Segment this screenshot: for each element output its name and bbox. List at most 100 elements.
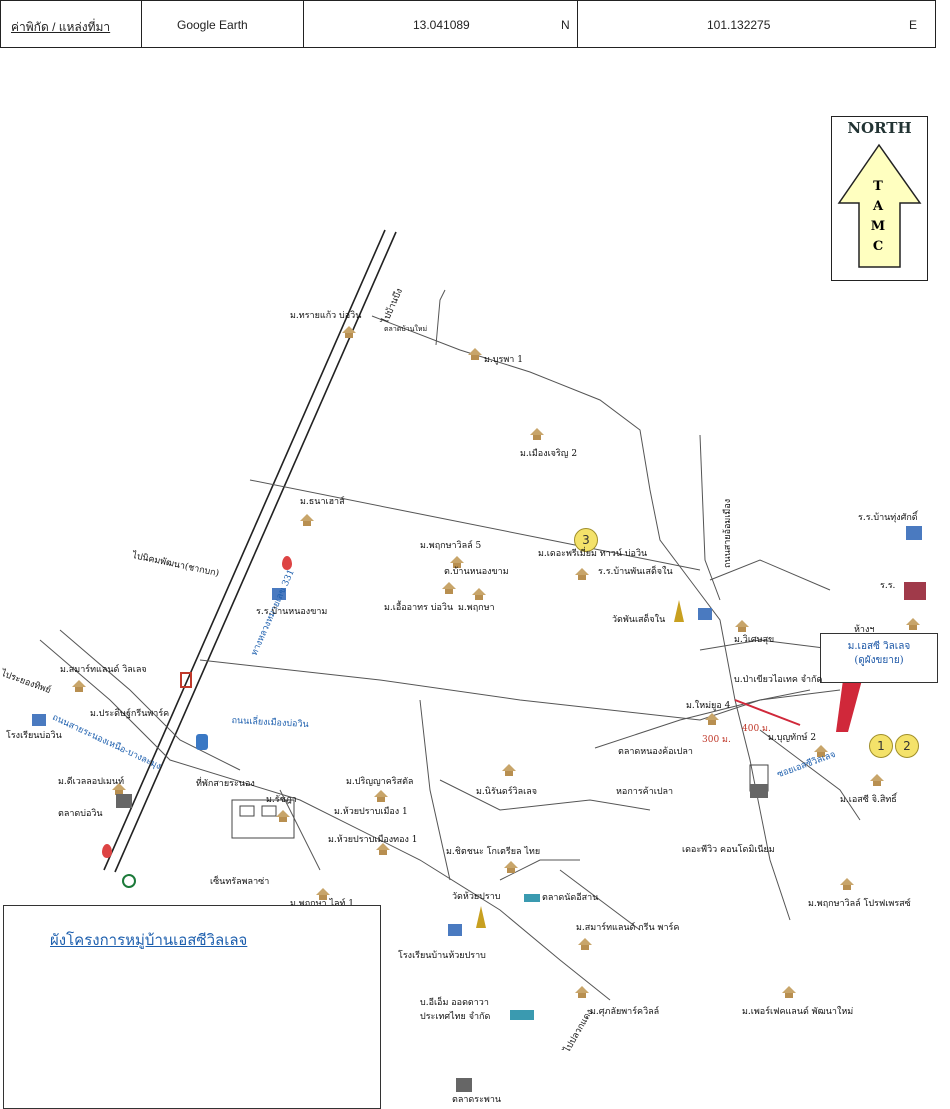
house-icon xyxy=(374,790,388,802)
longitude-dir: E xyxy=(909,18,918,32)
place-label: ตลาดนัดอีสาน xyxy=(542,893,599,903)
north-letter: M xyxy=(870,219,886,234)
place-label: ม.สมาร์ทแลนด์ วิลเลจ xyxy=(60,665,147,675)
house-icon xyxy=(575,986,589,998)
place-label: ตลาดบ่อวิน xyxy=(58,809,103,819)
place-label: ร.ร. xyxy=(880,581,896,591)
market-icon xyxy=(750,784,768,798)
site-callout: ม.เอสซี วิลเลจ (ดูผังขยาย) xyxy=(820,633,938,683)
north-letter: T xyxy=(873,179,883,194)
place-label: ม.เดอะพรีเมี่ยม ทาวน์ บ่อวิน xyxy=(538,549,648,559)
coordinate-header: ค่าพิกัด / แหล่งที่มา Google Earth 13.04… xyxy=(0,0,936,48)
marker-1: 1 xyxy=(869,734,893,758)
place-label: ม.ห้วยปราบเมือง 1 xyxy=(334,807,408,817)
place-label: เซ็นทรัลพลาซ่า xyxy=(210,877,270,887)
location-map: NORTH T A M C ม.เอสซี วิลเลจ (ดูผังขยาย)… xyxy=(0,48,950,1109)
house-icon xyxy=(575,568,589,580)
place-label: ม.บูรพา 1 xyxy=(484,355,523,365)
place-label: ตลาดบ้านใหม่ xyxy=(384,325,428,333)
place-label: ม.ดีเวลลอปเมนท์ xyxy=(58,777,125,787)
temple-icon xyxy=(674,600,684,622)
house-icon xyxy=(442,582,456,594)
place-label: ม.เอื้ออาทร บ่อวิน xyxy=(384,603,454,613)
market-icon xyxy=(456,1078,472,1092)
house-icon xyxy=(316,888,330,900)
gas-station-icon xyxy=(196,734,208,750)
latitude-dir: N xyxy=(561,18,570,32)
house-icon xyxy=(376,843,390,855)
school-icon xyxy=(32,714,46,726)
place-label: บ.อีเอ็ม ออดดาวา ประเทศไทย จำกัด xyxy=(420,998,491,1022)
road-label-right: ถนนสายอ้อมเมือง xyxy=(723,498,733,568)
house-icon xyxy=(502,764,516,776)
house-icon xyxy=(530,428,544,440)
house-icon xyxy=(468,348,482,360)
place-label: วัดห้วยปราบ xyxy=(452,892,501,902)
house-icon xyxy=(112,783,126,795)
north-letter: A xyxy=(872,199,884,214)
place-label: ม.ชิตชนะ โกเตรียล ไทย xyxy=(446,847,541,857)
place-label: ม.พฤกษาวิลล์ โปรฟเพรสซ์ xyxy=(808,899,911,909)
arrow-icon xyxy=(837,143,922,268)
place-label: ม.ประดิษฐ์กรีนพาร์ค xyxy=(90,709,170,719)
place-label: ม.ธนาเฮาส์ xyxy=(300,497,345,507)
place-label: ม.เอสซี จิ.สิทธิ์ xyxy=(840,795,897,805)
project-layout-inset: ผังโครงการหมู่บ้านเอสซีวิลเลจ xyxy=(3,905,381,1109)
latitude-cell: 13.041089 N xyxy=(303,1,578,47)
house-icon xyxy=(342,326,356,338)
place-label: ม.เพอร์เฟคแลนด์ พัฒนาใหม่ xyxy=(742,1007,854,1017)
lake-icon xyxy=(510,1010,534,1020)
place-label: ม.ปริญญาคริสตัล xyxy=(346,777,414,787)
place-label: ม.วิเศษสุข xyxy=(734,635,775,645)
house-icon xyxy=(782,986,796,998)
north-title: NORTH xyxy=(847,119,912,137)
lake-icon xyxy=(524,894,540,902)
house-icon xyxy=(578,938,592,950)
house-icon xyxy=(300,514,314,526)
place-label: ม.ใหม่ยูอ 4 xyxy=(686,701,731,711)
callout-line2: (ดูผังขยาย) xyxy=(854,655,904,666)
place-label: ร.ร.บ้านพันเสด็จใน xyxy=(598,567,673,577)
place-label: เดอะพีวิว คอนโดมิเนียม xyxy=(682,845,775,855)
place-label: ม.สมาร์ทแลนด์ กรีน พาร์ค xyxy=(576,923,680,933)
distance-label-1: 400 ม. xyxy=(742,724,771,734)
place-label: ม.ศุภลัยพาร์ควิลล์ xyxy=(590,1007,660,1017)
school-icon xyxy=(272,588,286,600)
place-label: ม.พฤกษา ไลท์ 1 xyxy=(290,899,355,909)
longitude-cell: 101.132275 E xyxy=(577,1,935,47)
house-icon xyxy=(472,588,486,600)
place-label: ม.รัชฎา xyxy=(266,795,297,805)
place-label: ร.ร.บ้านทุ่งศักดิ์ xyxy=(858,513,918,523)
place-label: ตลาดหนองค้อเปลา xyxy=(618,747,693,757)
place-label: โรงเรียนบ้านห้วยปราบ xyxy=(398,951,486,961)
inset-title: ผังโครงการหมู่บ้านเอสซีวิลเลจ xyxy=(50,931,248,949)
source-label-cell: ค่าพิกัด / แหล่งที่มา xyxy=(1,1,142,47)
distance-label-2: 300 ม. xyxy=(702,735,731,745)
house-icon xyxy=(735,620,749,632)
place-label: ห้างฯ xyxy=(854,625,875,635)
house-icon xyxy=(840,878,854,890)
school-icon xyxy=(906,526,922,540)
place-label: บ.ป่าเขียวไอเทค จำกัด xyxy=(734,675,823,685)
place-label: โรงเรียนบ่อวิน xyxy=(6,731,62,741)
house-icon xyxy=(504,861,518,873)
place-label: วัดพันเสด็จใน xyxy=(612,615,666,625)
place-label: ต.บ้านหนองขาม xyxy=(444,567,509,577)
place-label: ที่พักสายระนอง xyxy=(196,779,255,789)
house-icon xyxy=(906,618,920,630)
place-label: ม.นิรันดร์วิลเลจ xyxy=(476,787,538,797)
highway-lines xyxy=(103,229,397,873)
hospital-icon xyxy=(904,582,926,600)
fuel-icon xyxy=(282,556,292,570)
longitude-value: 101.132275 xyxy=(707,18,771,32)
callout-line1: ม.เอสซี วิลเลจ xyxy=(847,641,911,652)
source-label: ค่าพิกัด / แหล่งที่มา xyxy=(11,20,111,34)
place-label: ม.บุญทักษ์ 2 xyxy=(768,733,817,743)
place-label: ร.ร.บ้านหนองขาม xyxy=(256,607,328,617)
site-road xyxy=(836,680,862,732)
place-label: ม.พฤกษา xyxy=(458,603,495,613)
north-arrow: NORTH T A M C xyxy=(831,116,928,281)
house-icon xyxy=(705,713,719,725)
place-label: หอการค้าเปลา xyxy=(616,787,674,797)
place-label: ตลาดระพาน xyxy=(452,1095,502,1105)
